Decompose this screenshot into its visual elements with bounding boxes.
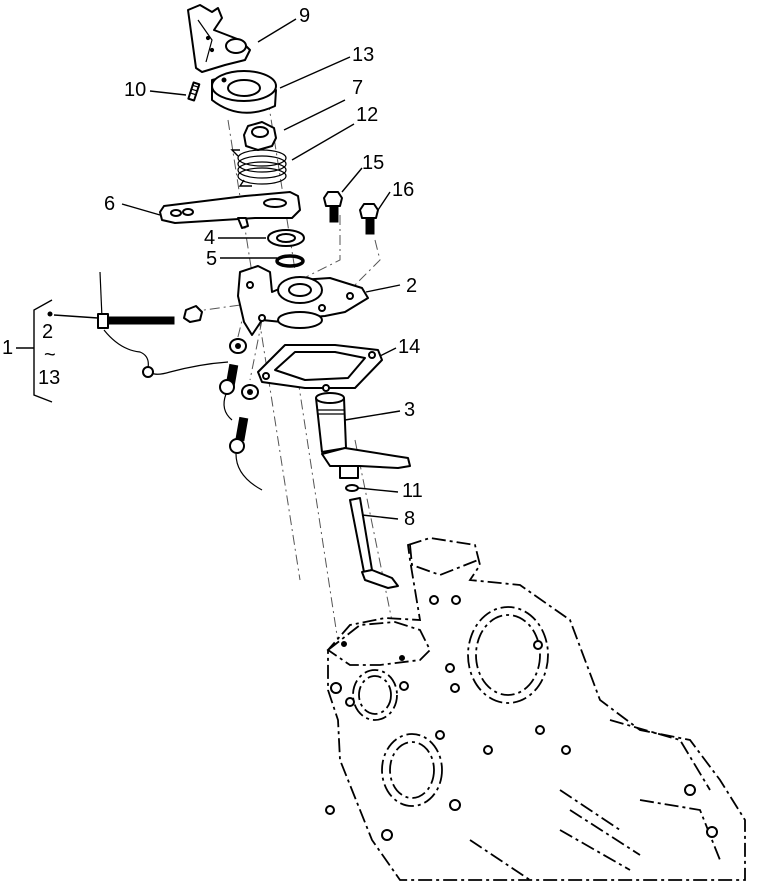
part-2-cover bbox=[237, 265, 369, 336]
group-label-1: 1 bbox=[2, 337, 14, 359]
part-4-washer bbox=[267, 229, 305, 247]
part-7-nut bbox=[243, 121, 277, 151]
group-range-end: 13 bbox=[38, 367, 61, 389]
part-15-screw bbox=[323, 191, 343, 223]
callout-15: 15 bbox=[362, 152, 385, 174]
part-10-pin bbox=[187, 81, 201, 102]
callout-6: 6 bbox=[104, 193, 116, 215]
part-11-o-ring bbox=[345, 484, 359, 492]
callout-11: 11 bbox=[402, 480, 423, 502]
group-range-start: 2 bbox=[42, 321, 54, 343]
part-13-cam bbox=[211, 70, 277, 114]
callout-16: 16 bbox=[392, 179, 415, 201]
callout-10: 10 bbox=[124, 79, 147, 101]
callout-8: 8 bbox=[404, 508, 416, 530]
left-pins-and-grommets bbox=[219, 338, 263, 491]
callout-12: 12 bbox=[356, 104, 379, 126]
leader-lines bbox=[16, 18, 401, 520]
callout-9: 9 bbox=[299, 5, 311, 27]
part-1-wire-bolt bbox=[97, 271, 229, 378]
callout-3: 3 bbox=[404, 399, 416, 421]
assembly-axis-cover bbox=[294, 359, 341, 656]
part-9-pawl-plate bbox=[187, 4, 251, 73]
part-8-selector-shaft bbox=[349, 497, 399, 589]
callout-5: 5 bbox=[206, 248, 218, 270]
group-range-symbol: ~ bbox=[44, 344, 56, 366]
part-6-lever bbox=[159, 191, 301, 229]
callout-4: 4 bbox=[204, 227, 216, 249]
crankcase bbox=[325, 537, 746, 881]
part-12-spring bbox=[230, 149, 287, 187]
callout-13: 13 bbox=[352, 44, 375, 66]
part-3-shaft bbox=[315, 392, 411, 479]
part-5-o-ring bbox=[275, 254, 305, 268]
callout-2: 2 bbox=[406, 275, 418, 297]
assembly-axis-main bbox=[227, 119, 301, 581]
part-14-gasket bbox=[257, 344, 383, 392]
callout-14: 14 bbox=[398, 336, 421, 358]
part-16-screw bbox=[359, 203, 379, 235]
callout-7: 7 bbox=[352, 77, 364, 99]
